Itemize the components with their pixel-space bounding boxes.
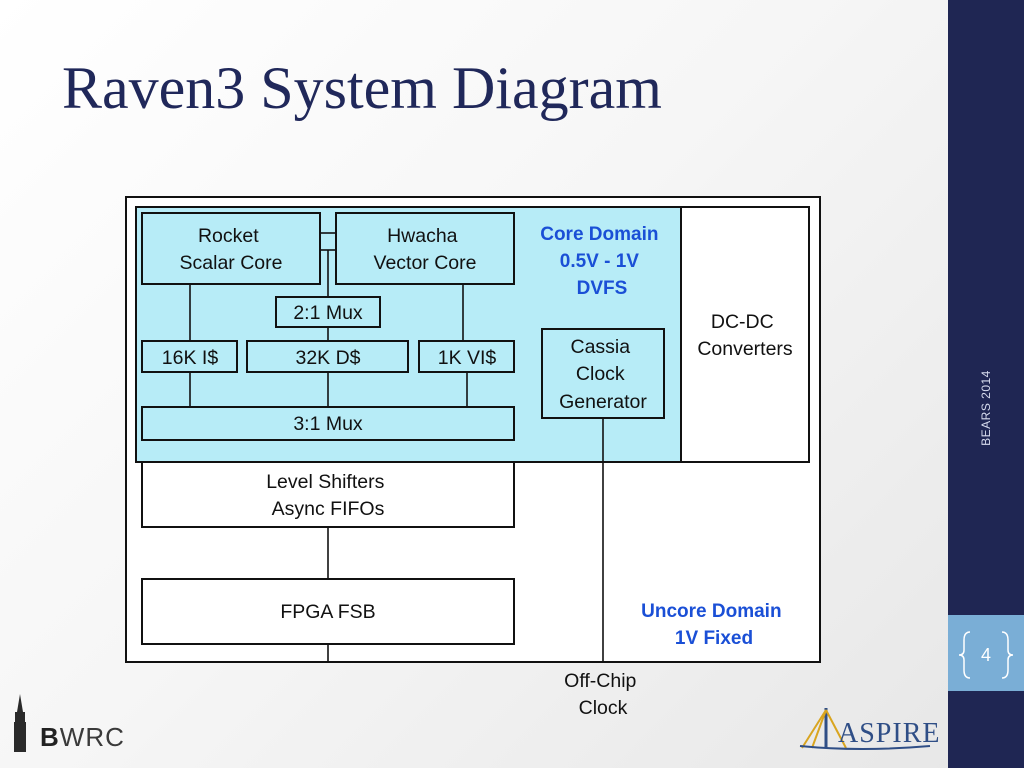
page-number-badge	[948, 615, 1024, 691]
rocket-block	[141, 212, 321, 285]
raven3-system-diagram: Rocket Scalar Core Hwacha Vector Core 2:…	[14, 196, 931, 752]
vicache-block	[418, 340, 515, 373]
sidebar-event-label: BEARS 2014	[979, 370, 993, 446]
bridge-icon	[799, 708, 931, 750]
hwacha-block	[335, 212, 515, 285]
offchip-clock-label: Off-Chip Clock	[564, 670, 642, 719]
cassia-block	[541, 328, 665, 419]
connection-lines	[189, 232, 604, 662]
icache-label: 16K I$	[162, 347, 219, 369]
core-domain-label: Core Domain 0.5V - 1V DVFS	[540, 224, 664, 299]
mux-2to1-label: 2:1 Mux	[293, 302, 363, 324]
level-shifters-label: Level Shifters Async FIFOs	[266, 471, 390, 520]
dcache-label: 32K D$	[295, 347, 360, 369]
dcdc-label: DC-DC Converters	[697, 311, 793, 360]
mux-3to1-label: 3:1 Mux	[293, 413, 363, 435]
level-shifters-block	[141, 461, 515, 528]
mux-3to1-block	[141, 406, 515, 441]
hwacha-label: Hwacha Vector Core	[374, 225, 477, 274]
page-number-brackets	[958, 631, 1014, 679]
campanile-tower-icon	[14, 694, 26, 752]
uncore-domain-label: Uncore Domain 1V Fixed	[641, 601, 787, 649]
vicache-label: 1K VI$	[438, 347, 497, 369]
icache-block	[141, 340, 238, 373]
cassia-label: Cassia Clock Generator	[559, 336, 647, 413]
dcache-block	[246, 340, 409, 373]
fpga-fsb-label: FPGA FSB	[280, 601, 375, 623]
slide-title: Raven3 System Diagram	[62, 55, 662, 121]
aspire-logo: ASPIRE	[838, 718, 941, 749]
fpga-fsb-block	[141, 578, 515, 645]
bwrc-logo: BWRC	[40, 722, 125, 752]
mux-2to1-block	[275, 296, 381, 328]
page-number: 4	[980, 645, 991, 665]
rocket-label: Rocket Scalar Core	[180, 225, 283, 274]
